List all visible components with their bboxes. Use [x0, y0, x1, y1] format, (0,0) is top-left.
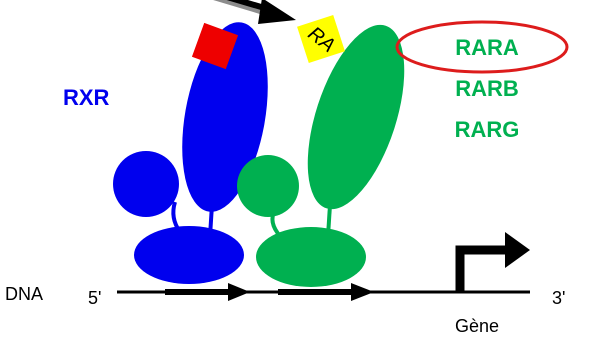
rxr-dna-binding-domain	[134, 226, 244, 284]
rar-ligand-binding-domain	[307, 24, 405, 210]
five-prime-label: 5'	[88, 288, 101, 308]
rar-isoform-rara: RARA	[455, 35, 519, 60]
rara-highlight-ellipse	[395, 20, 569, 74]
rar-isoform-rarg: RARG	[455, 117, 520, 142]
rar-hinge-domain	[237, 155, 299, 217]
rar-receptor	[237, 24, 405, 287]
ra-ligand-box	[297, 15, 345, 63]
rxr-label: RXR	[63, 85, 110, 110]
gene-label: Gène	[455, 316, 499, 336]
transcription-start-arrow	[455, 232, 530, 292]
dna-label: DNA	[5, 284, 43, 304]
response-element-arrow-2-head	[351, 283, 374, 301]
rxr-ligand-square	[191, 22, 239, 70]
ligand-arrow	[213, 0, 296, 24]
rxr-hinge-domain	[113, 151, 179, 217]
three-prime-label: 3'	[552, 288, 565, 308]
response-element-arrow-1-head	[228, 283, 250, 301]
rar-dna-binding-domain	[256, 227, 366, 287]
rar-isoform-rarb: RARB	[455, 76, 519, 101]
